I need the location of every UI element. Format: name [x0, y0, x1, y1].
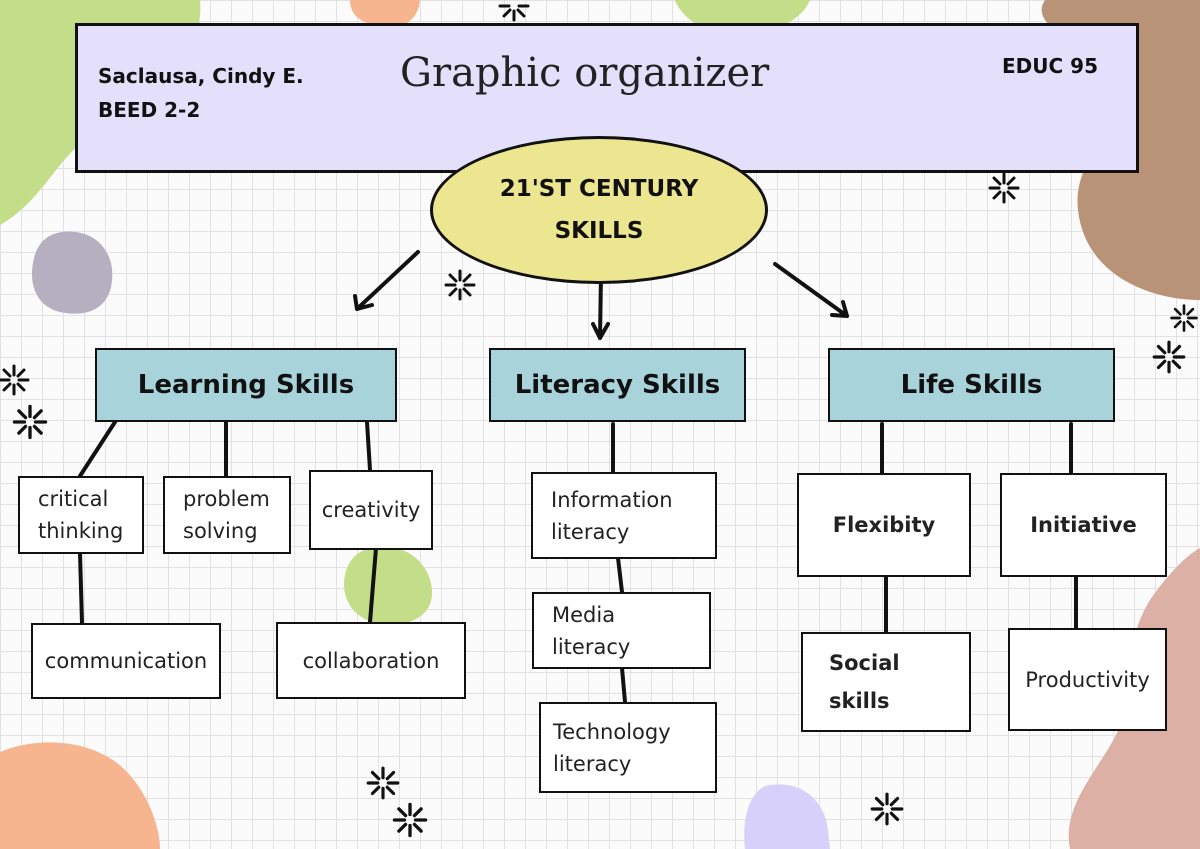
- sparkle-icon: [0, 364, 30, 396]
- node-label-line1: Media: [552, 602, 616, 627]
- connector-line: [616, 556, 624, 594]
- page-title: Graphic organizer: [400, 50, 770, 96]
- node-label-line2: literacy: [553, 751, 632, 776]
- sparkle-icon: [870, 792, 904, 826]
- connector-line: [78, 420, 117, 478]
- category-learning-skills: Learning Skills: [95, 348, 397, 422]
- central-topic-line1: 21'ST CENTURY: [499, 176, 699, 202]
- node-information-literacy: Information literacy: [531, 472, 717, 559]
- green-blob: [344, 546, 433, 625]
- node-label-line2: literacy: [552, 634, 631, 659]
- node-label-line1: critical: [38, 487, 109, 511]
- sparkle-icon: [392, 802, 428, 838]
- node-critical-thinking: critical thinking: [18, 476, 144, 554]
- node-technology-literacy: Technology literacy: [539, 702, 717, 793]
- author-block: Saclausa, Cindy E. BEED 2-2: [98, 59, 304, 127]
- connector-line: [78, 551, 84, 625]
- connector-line: [365, 420, 372, 472]
- author-name: Saclausa, Cindy E.: [98, 64, 304, 88]
- sparkle-icon: [1170, 304, 1198, 332]
- node-label-line2: skills: [829, 689, 890, 713]
- arrow-to-life-skills: [773, 262, 849, 318]
- node-creativity: creativity: [309, 470, 433, 550]
- node-media-literacy: Media literacy: [532, 592, 711, 669]
- node-communication: communication: [31, 623, 221, 699]
- sparkle-icon: [988, 172, 1020, 204]
- node-label-line1: Social: [829, 651, 900, 675]
- node-problem-solving: problem solving: [163, 476, 291, 554]
- sparkle-icon: [12, 404, 48, 440]
- node-social-skills: Social skills: [801, 632, 971, 732]
- node-initiative: Initiative: [1000, 473, 1167, 577]
- grey-blob: [31, 231, 113, 314]
- orange-blob: [350, 0, 420, 28]
- connector-line: [368, 546, 378, 624]
- arrow-to-literacy-skills: [591, 273, 610, 340]
- arrow-to-learning-skills: [353, 250, 420, 311]
- sparkle-icon: [366, 766, 400, 800]
- connector-line: [620, 666, 627, 704]
- sparkle-icon: [444, 269, 476, 301]
- lavender-blob: [744, 784, 830, 849]
- node-label-line2: literacy: [551, 519, 630, 544]
- node-productivity: Productivity: [1008, 628, 1167, 731]
- node-collaboration: collaboration: [276, 622, 466, 699]
- central-topic-line2: SKILLS: [554, 218, 644, 244]
- node-label-line1: problem: [183, 487, 270, 511]
- node-label-line1: Information: [551, 487, 673, 512]
- central-topic-ellipse: 21'ST CENTURY SKILLS: [430, 136, 768, 284]
- category-life-skills: Life Skills: [828, 348, 1115, 422]
- node-label-line2: solving: [183, 519, 258, 543]
- node-label-line1: Technology: [553, 719, 671, 744]
- sparkle-icon: [498, 4, 530, 22]
- author-section: BEED 2-2: [98, 98, 201, 122]
- node-flexibity: Flexibity: [797, 473, 971, 577]
- course-code: EDUC 95: [1002, 54, 1098, 78]
- node-label-line2: thinking: [38, 519, 124, 543]
- orange-blob: [0, 742, 160, 849]
- category-literacy-skills: Literacy Skills: [489, 348, 746, 422]
- sparkle-icon: [1152, 340, 1186, 374]
- header-banner: Saclausa, Cindy E. BEED 2-2 Graphic orga…: [75, 23, 1139, 173]
